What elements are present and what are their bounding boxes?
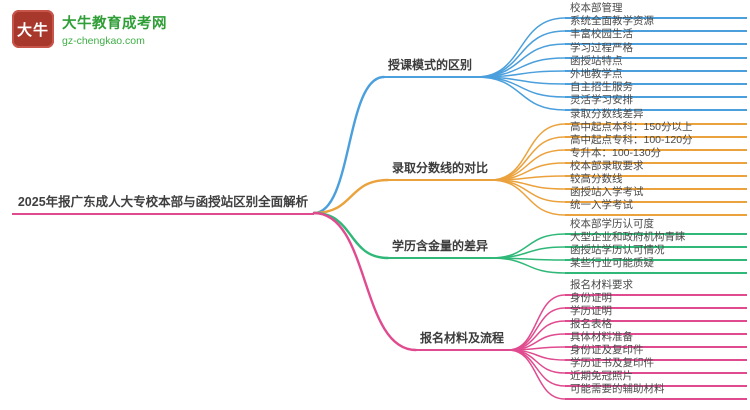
leaf-node[interactable]: 自主招生服务 [565,81,747,98]
connector-curve [475,76,566,111]
connector-curve [489,136,566,181]
connector-curve [507,349,566,400]
leaf-node[interactable]: 近期免冠照片 [565,370,747,387]
leaf-node[interactable]: 大型企业和政府机构青睐 [565,231,747,248]
leaf-node[interactable]: 校本部学历认可度 [565,218,747,235]
leaf-node[interactable]: 身份证及复印件 [565,344,747,361]
leaf-node[interactable]: 统一入学考试 [565,199,747,216]
leaf-node[interactable]: 学习过程严格 [565,42,747,59]
connector-curve [312,211,390,260]
connector-curve [312,211,418,352]
branch-node-4[interactable]: 报名材料及流程 [416,331,509,351]
connector-curve [312,178,390,215]
leaf-node[interactable]: 较高分数线 [565,173,747,190]
leaf-node[interactable]: 高中起点本科：150分以上 [565,121,747,138]
leaf-node[interactable]: 专升本：100-130分 [565,147,747,164]
leaf-node[interactable]: 函授站入学考试 [565,186,747,203]
connector-curve [489,179,566,203]
site-url: gz-chengkao.com [62,34,145,47]
leaf-node[interactable]: 校本部管理 [565,2,747,19]
connector-curve [489,179,566,216]
connector-curve [489,257,566,274]
leaf-node[interactable]: 函授站特点 [565,55,747,72]
leaf-node[interactable]: 函授站学历认可情况 [565,244,747,261]
connector-curve [489,246,566,259]
leaf-node[interactable]: 可能需要的辅助材料 [565,383,747,400]
leaf-node[interactable]: 高中起点专科：100-120分 [565,134,747,151]
connector-curve [475,70,566,78]
site-name: 大牛教育成考网 [62,15,167,32]
leaf-node[interactable]: 学历证明 [565,305,747,322]
leaf-node[interactable]: 身份证明 [565,292,747,309]
leaf-node[interactable]: 外地教学点 [565,68,747,85]
leaf-node[interactable]: 系统全面教学资源 [565,15,747,32]
leaf-node[interactable]: 报名表格 [565,318,747,335]
site-logo[interactable]: 大牛 大牛教育成考网 gz-chengkao.com [12,10,167,48]
daniu-logo-icon: 大牛 [12,10,54,48]
connector-curve [489,233,566,259]
connector-curve [475,43,566,78]
connector-curve [475,30,566,78]
leaf-node[interactable]: 校本部录取要求 [565,160,747,177]
leaf-node[interactable]: 录取分数线差异 [565,108,747,125]
leaf-node[interactable]: 学历证书及复印件 [565,357,747,374]
leaf-node[interactable]: 报名材料要求 [565,279,747,296]
connector-curve [507,307,566,351]
logo-text-block: 大牛教育成考网 gz-chengkao.com [62,12,167,47]
leaf-node[interactable]: 具体材料准备 [565,331,747,348]
leaf-node[interactable]: 丰富校园生活 [565,28,747,45]
branch-node-1[interactable]: 授课模式的区别 [384,58,477,78]
leaf-node[interactable]: 灵活学习安排 [565,94,747,111]
connector-curve [507,320,566,351]
logo-icon-text: 大牛 [16,21,49,39]
branch-node-2[interactable]: 录取分数线的对比 [388,161,493,181]
connector-curve [507,349,566,374]
connector-curve [312,75,386,215]
leaf-node[interactable]: 某些行业可能质疑 [565,257,747,274]
branch-node-3[interactable]: 学历含金量的差异 [388,239,493,259]
central-topic[interactable]: 2025年报广东成人大专校本部与函授站区别全面解析 [12,195,314,215]
